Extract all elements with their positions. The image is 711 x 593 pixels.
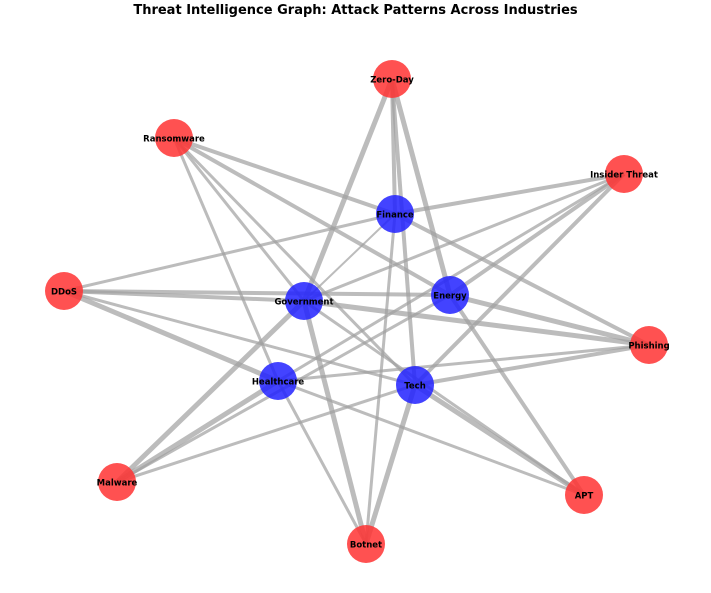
node-phishing[interactable]: Phishing: [628, 326, 670, 364]
attack-node-circle[interactable]: [565, 476, 603, 514]
node-label: Healthcare: [252, 378, 305, 388]
industry-node-circle[interactable]: [376, 195, 414, 233]
edge-ddos-tech: [63, 289, 416, 387]
node-apt[interactable]: APT: [565, 476, 603, 514]
edge-malware-government: [115, 299, 306, 484]
node-botnet[interactable]: Botnet: [347, 525, 385, 563]
edge-insider-threat-finance: [394, 172, 625, 216]
node-label: Finance: [376, 211, 414, 221]
edge-botnet-healthcare: [276, 380, 368, 545]
edge-botnet-finance: [364, 213, 397, 545]
node-healthcare[interactable]: Healthcare: [252, 362, 305, 400]
edge-phishing-government: [303, 298, 650, 348]
edge-ddos-energy: [63, 289, 451, 297]
node-label: Malware: [97, 479, 138, 489]
attack-node-circle[interactable]: [630, 326, 668, 364]
industry-node-circle[interactable]: [396, 366, 434, 404]
edge-apt-energy: [448, 293, 586, 497]
edge-ransomware-energy: [173, 136, 451, 297]
edge-zero-day-tech: [390, 78, 417, 386]
edge-apt-government: [303, 299, 585, 497]
node-label: Energy: [433, 292, 467, 302]
graph-title: Threat Intelligence Graph: Attack Patter…: [133, 3, 578, 18]
node-label: APT: [575, 492, 594, 502]
edge-phishing-tech: [414, 343, 650, 387]
node-label: Government: [274, 298, 333, 308]
node-ddos[interactable]: DDoS: [45, 272, 83, 310]
edge-insider-threat-government: [303, 172, 625, 303]
edge-ransomware-government: [172, 137, 306, 302]
attack-node-circle[interactable]: [98, 463, 136, 501]
edge-botnet-tech: [363, 384, 418, 545]
node-label: DDoS: [51, 288, 77, 298]
edge-ransomware-finance: [173, 136, 396, 216]
industry-node-circle[interactable]: [431, 276, 469, 314]
node-label: Botnet: [350, 541, 382, 551]
industry-node-circle[interactable]: [259, 362, 297, 400]
node-label: Insider Threat: [590, 171, 658, 181]
edge-malware-healthcare: [115, 378, 280, 485]
node-label: Phishing: [628, 342, 669, 352]
edge-zero-day-government: [301, 78, 395, 302]
attack-node-circle[interactable]: [155, 119, 193, 157]
node-label: Ransomware: [143, 135, 205, 145]
edge-ddos-finance: [63, 212, 396, 293]
edges-layer: [63, 78, 650, 545]
node-energy[interactable]: Energy: [431, 276, 469, 314]
edge-finance-government: [303, 213, 396, 302]
edge-phishing-finance: [394, 212, 650, 347]
node-finance[interactable]: Finance: [376, 195, 414, 233]
attack-node-circle[interactable]: [347, 525, 385, 563]
node-ransomware[interactable]: Ransomware: [143, 119, 205, 157]
node-label: Zero-Day: [370, 76, 414, 86]
industry-node-circle[interactable]: [285, 282, 323, 320]
node-insider-threat[interactable]: Insider Threat: [590, 155, 658, 193]
attack-node-circle[interactable]: [45, 272, 83, 310]
node-label: Tech: [404, 382, 426, 392]
edge-botnet-government: [301, 300, 369, 545]
edge-zero-day-energy: [389, 78, 453, 296]
node-government[interactable]: Government: [274, 282, 334, 320]
edge-malware-tech: [116, 383, 416, 484]
node-tech[interactable]: Tech: [396, 366, 434, 404]
edge-phishing-healthcare: [277, 343, 650, 383]
edge-ransomware-tech: [172, 136, 417, 387]
attack-node-circle[interactable]: [373, 60, 411, 98]
node-zero-day[interactable]: Zero-Day: [370, 60, 414, 98]
node-malware[interactable]: Malware: [97, 463, 138, 501]
edge-ddos-healthcare: [63, 288, 279, 384]
attack-node-circle[interactable]: [605, 155, 643, 193]
edge-phishing-energy: [449, 292, 650, 348]
edge-insider-threat-energy: [448, 172, 626, 297]
